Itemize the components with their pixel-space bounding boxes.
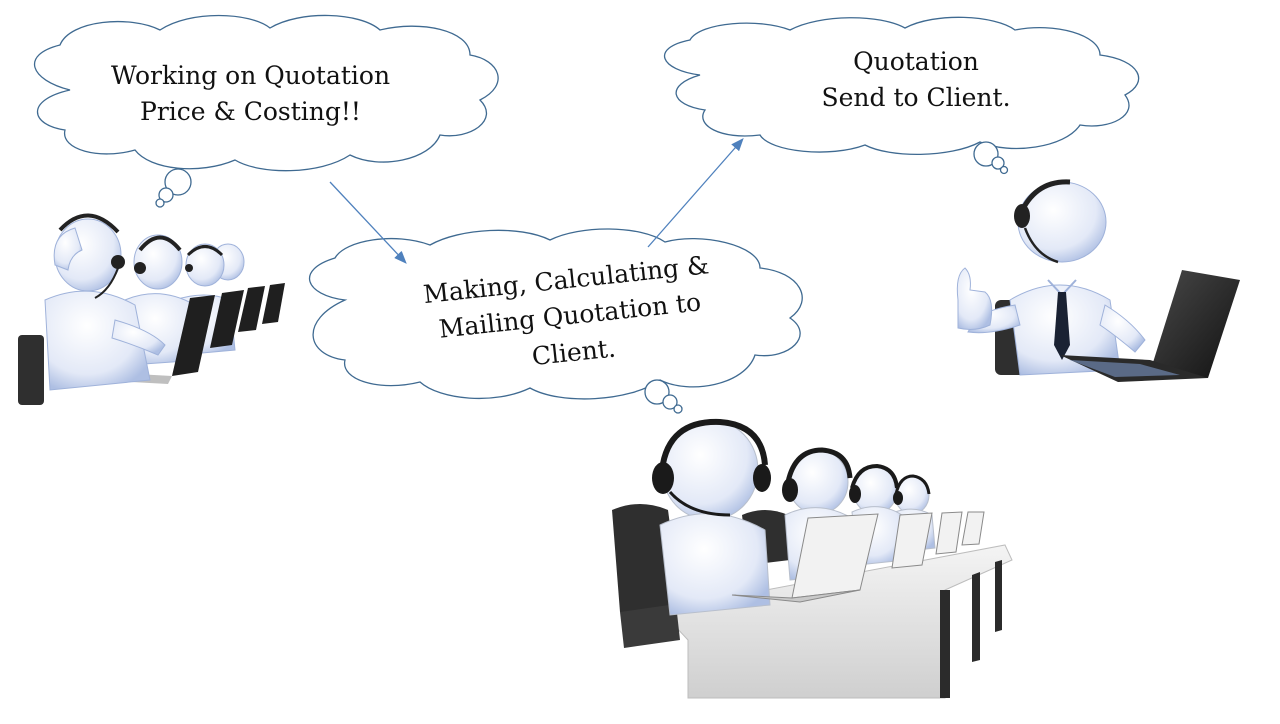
cloud-sent [663, 16, 1140, 175]
cloud-sent-line-2: Send to Client. [821, 83, 1011, 113]
arrow-to-making [329, 181, 407, 264]
cloud-sent-text: Quotation Send to Client. [785, 44, 1047, 117]
cloud-making [308, 228, 803, 414]
thumbs-up-agent-icon [956, 179, 1240, 382]
cloud-working [33, 14, 499, 208]
arrow-to-sent [647, 138, 744, 248]
cloud-working-text: Working on Quotation Price & Costing!! [68, 58, 433, 131]
call-center-team-icon [18, 213, 285, 405]
call-center-row-icon [612, 418, 1015, 699]
cloud-sent-line-1: Quotation [853, 47, 979, 76]
cloud-working-line-2: Price & Costing!! [140, 97, 361, 127]
cloud-working-line-1: Working on Quotation [110, 61, 391, 90]
